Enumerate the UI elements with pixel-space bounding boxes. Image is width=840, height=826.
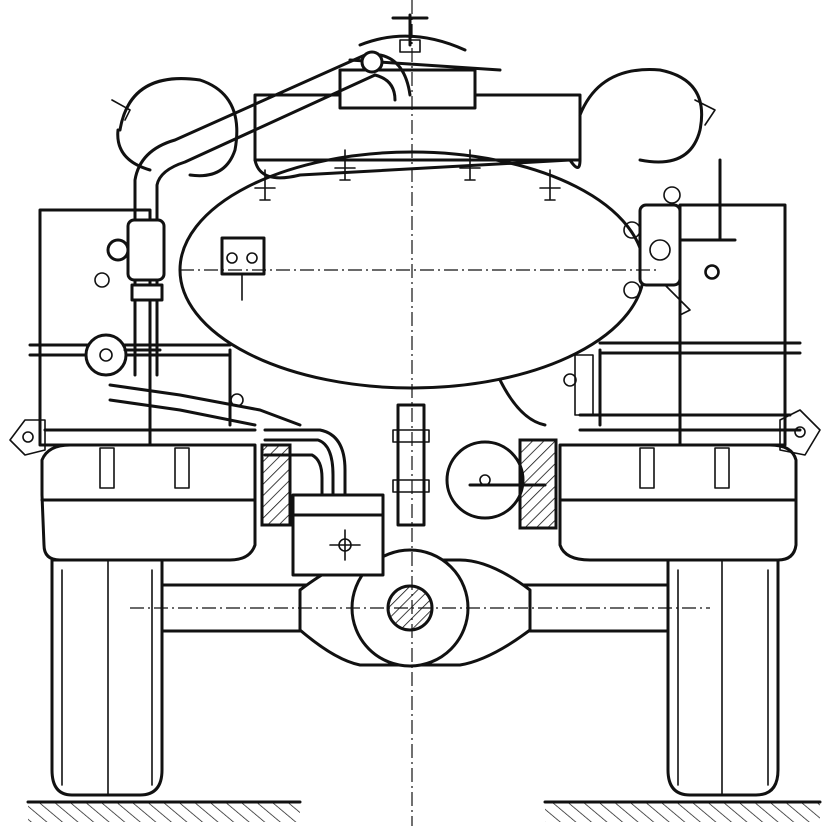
ground	[26, 800, 822, 822]
body-panel-left	[28, 208, 257, 447]
hose-left	[111, 77, 239, 178]
pipe-valve	[106, 218, 166, 302]
center-axes	[130, 0, 710, 826]
tank-bracket-left	[220, 236, 266, 301]
rear-wheel-left	[50, 558, 164, 797]
body-panel-right	[578, 203, 802, 447]
pressure-gauge	[84, 333, 162, 377]
fender-right	[558, 443, 798, 562]
hose-right	[578, 68, 716, 164]
outlet-pipes	[108, 383, 347, 527]
vacuum-valve-right	[623, 158, 737, 316]
side-bracket-left	[9, 419, 46, 456]
tank-clamps	[254, 149, 561, 201]
hose-reel	[445, 438, 558, 530]
side-bracket-right	[779, 409, 821, 456]
tank-filler-hatch	[338, 13, 502, 110]
suction-pipe	[133, 50, 412, 377]
rear-wheel-right	[666, 558, 780, 797]
tank-sump	[228, 348, 602, 527]
pump-body	[291, 493, 385, 577]
tank-strut-right	[574, 354, 594, 416]
fender-left	[40, 443, 257, 562]
bolt-markers	[94, 264, 720, 407]
